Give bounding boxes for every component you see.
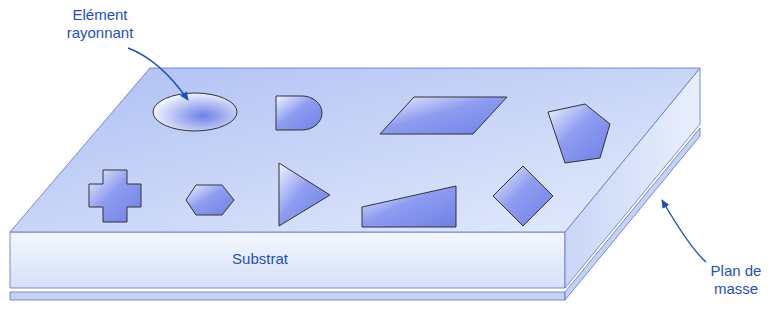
part-label: Substrat — [180, 250, 340, 268]
part-label: Plan de masse — [700, 262, 772, 298]
part-label: Elément rayonnant — [45, 6, 155, 42]
